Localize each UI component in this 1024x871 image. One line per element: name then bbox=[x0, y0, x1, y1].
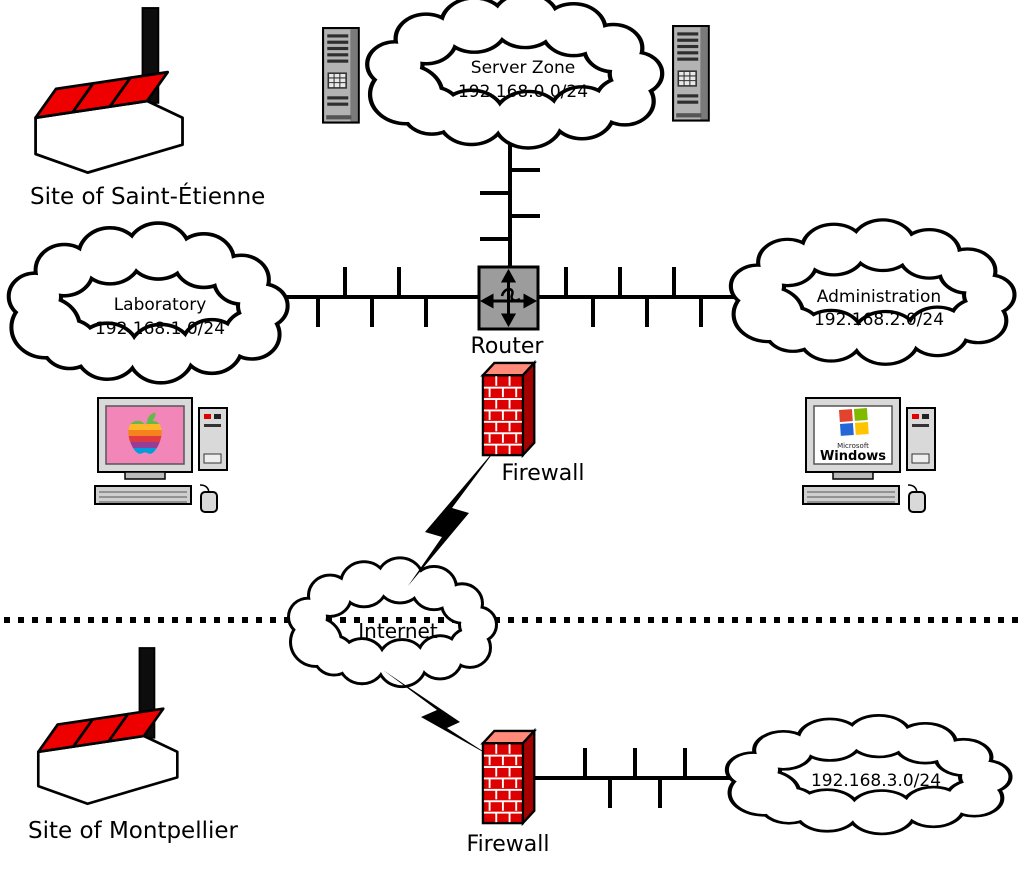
lightning-bolt-icon-top bbox=[408, 445, 499, 586]
windows-mouse bbox=[908, 491, 926, 513]
laboratory-subnet: 192.168.1.0/24 bbox=[95, 319, 225, 339]
site-label-montpellier: Site of Montpellier bbox=[28, 818, 239, 844]
windows-tower bbox=[906, 407, 936, 471]
windows-flag-logo-icon bbox=[839, 408, 869, 436]
windows-screen bbox=[813, 405, 893, 465]
site-label-saint-etienne: Site of Saint-Étienne bbox=[30, 182, 265, 210]
mac-mouse bbox=[200, 491, 218, 513]
mac-keyboard bbox=[94, 485, 192, 505]
lightning-bolt-icon-bottom bbox=[383, 670, 492, 757]
server-zone-subnet: 192.168.0.0/24 bbox=[458, 82, 588, 102]
classic-macintosh-icon bbox=[94, 397, 228, 513]
windows-pc-icon: Microsoft Windows bbox=[802, 397, 936, 513]
administration-name: Administration bbox=[817, 287, 941, 307]
internet-name: Internet bbox=[358, 619, 438, 643]
server-tower-icon-right bbox=[671, 24, 710, 122]
router-curve-arrow bbox=[500, 287, 521, 302]
ethernet-bus-montpellier bbox=[510, 748, 745, 808]
factory-icon-saint-etienne bbox=[34, 6, 184, 175]
firewall-bottom-label: Firewall bbox=[467, 832, 550, 857]
factory-icon-montpellier bbox=[36, 646, 179, 806]
laboratory-name: Laboratory bbox=[114, 295, 207, 315]
mac-monitor-stand bbox=[124, 471, 166, 480]
windows-brand-text: Windows bbox=[820, 449, 886, 464]
server-tower-icon-left bbox=[321, 26, 360, 124]
mac-tower bbox=[198, 407, 228, 471]
administration-subnet: 192.168.2.0/24 bbox=[814, 310, 944, 330]
montpellier-lan-subnet: 192.168.3.0/24 bbox=[811, 771, 941, 791]
windows-monitor-stand bbox=[832, 471, 874, 480]
server-zone-name: Server Zone bbox=[471, 58, 575, 78]
firewall-top-label: Firewall bbox=[502, 461, 585, 486]
router-icon bbox=[477, 265, 540, 331]
firewall-icon-top bbox=[481, 361, 536, 457]
windows-brand-small-text: Microsoft bbox=[837, 442, 869, 450]
windows-keyboard bbox=[802, 485, 900, 505]
ethernet-bus-server-zone bbox=[480, 130, 540, 270]
router-label: Router bbox=[471, 334, 545, 359]
firewall-icon-bottom bbox=[481, 729, 536, 825]
